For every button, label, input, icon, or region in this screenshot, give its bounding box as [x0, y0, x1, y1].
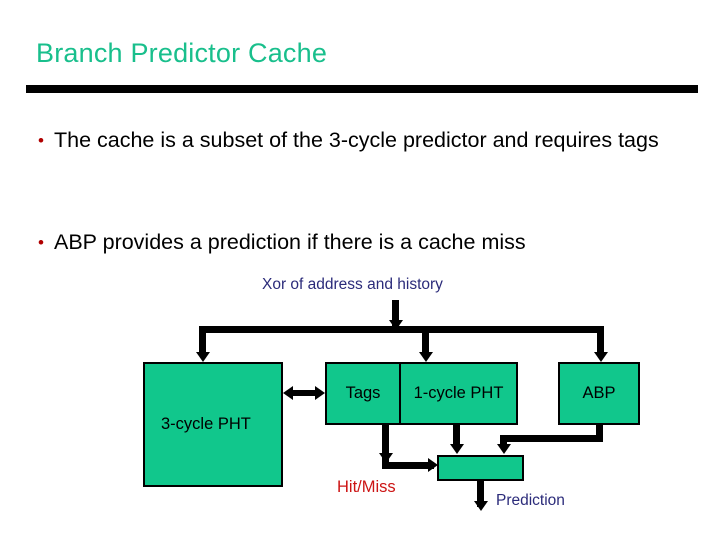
wire-abp-left: [500, 435, 603, 442]
wire-one-cycle-pht-to-mux: [453, 425, 460, 447]
hit-miss-label: Hit/Miss: [337, 478, 396, 496]
wire-bus-to-one-cycle-pht: [422, 326, 429, 356]
wire-three-cycle-pht-tags: [292, 390, 318, 396]
arrowhead-toward-tags: [315, 386, 325, 400]
box-three-cycle-pht-label: 3-cycle PHT: [161, 415, 251, 433]
arrowhead-xor-to-bus: [389, 320, 403, 330]
box-one-cycle-pht[interactable]: 1-cycle PHT: [399, 362, 518, 425]
wire-tags-to-mux-select: [382, 462, 434, 469]
arrowhead-mux-select-input: [428, 458, 438, 472]
wire-distribution-bus: [199, 326, 604, 333]
wire-abp-down: [596, 425, 603, 441]
box-one-cycle-pht-label: 1-cycle PHT: [413, 384, 504, 402]
arrowhead-mux-data1-input: [497, 444, 511, 454]
arrowhead-toward-three-cycle-pht: [283, 386, 293, 400]
wire-bus-to-three-cycle-pht: [199, 326, 206, 356]
arrowhead-tags-corner: [379, 453, 393, 463]
wire-tags-down: [382, 425, 389, 465]
arrowhead-one-cycle-pht-input: [419, 352, 433, 362]
page-title: Branch Predictor Cache: [36, 38, 328, 68]
bullet-text-1: The cache is a subset of the 3-cycle pre…: [54, 128, 659, 152]
xor-input-label: Xor of address and history: [262, 276, 443, 293]
box-abp-label: ABP: [582, 384, 616, 402]
title-divider: [26, 85, 698, 93]
bullet-item-2: • ABP provides a prediction if there is …: [38, 228, 698, 257]
wire-bus-to-abp: [597, 326, 604, 356]
wire-mux-to-prediction: [477, 481, 484, 507]
wire-xor-to-bus: [392, 300, 399, 326]
bullet-marker-icon: •: [38, 131, 44, 150]
box-abp[interactable]: ABP: [558, 362, 640, 425]
wire-abp-to-mux: [500, 435, 507, 448]
box-tags[interactable]: Tags: [325, 362, 401, 425]
box-tags-label: Tags: [345, 384, 381, 402]
arrowhead-abp-input: [594, 352, 608, 362]
bullet-text-2: ABP provides a prediction if there is a …: [54, 230, 526, 254]
prediction-label: Prediction: [496, 492, 565, 509]
arrowhead-mux-data0-input: [450, 444, 464, 454]
arrowhead-three-cycle-pht-input: [196, 352, 210, 362]
bullet-marker-icon: •: [38, 233, 44, 252]
box-three-cycle-pht[interactable]: 3-cycle PHT: [143, 362, 283, 487]
bullet-item-1: • The cache is a subset of the 3-cycle p…: [38, 126, 678, 155]
box-mux[interactable]: [437, 455, 524, 481]
arrowhead-prediction-output: [474, 501, 488, 511]
